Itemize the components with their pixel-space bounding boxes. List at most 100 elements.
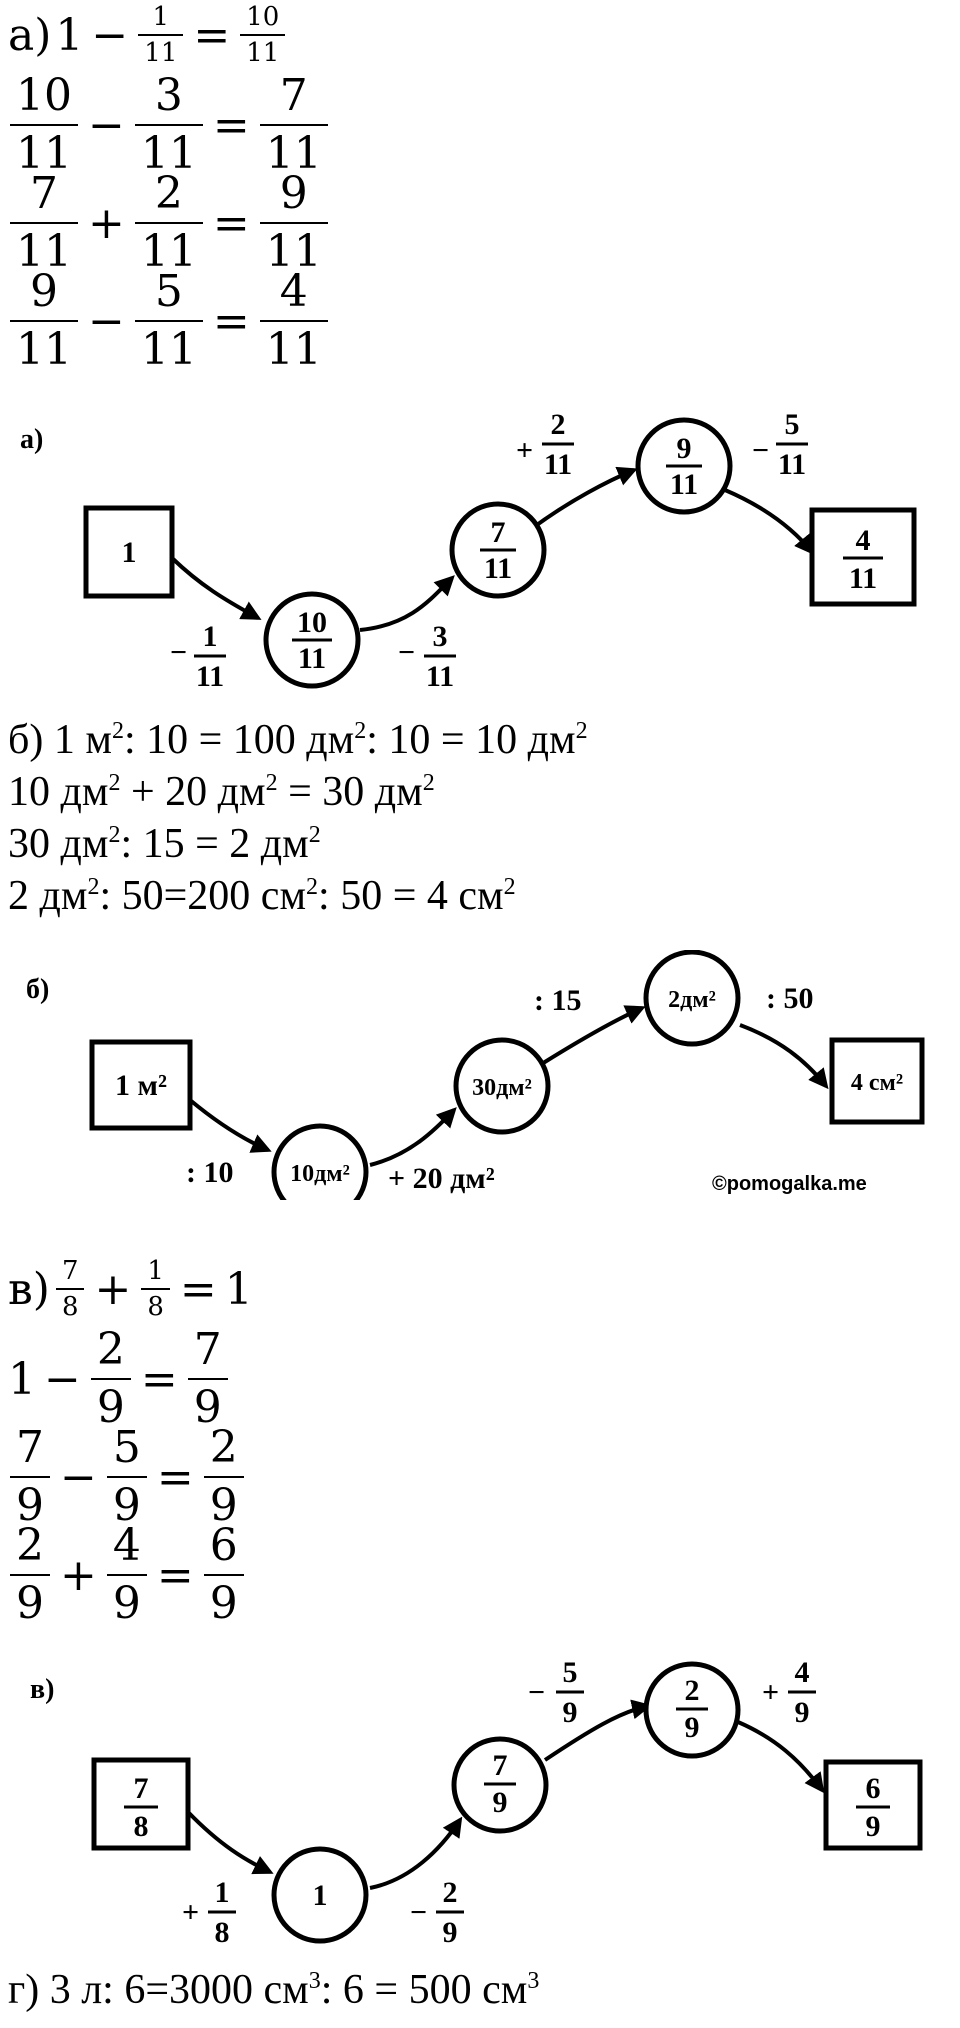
svg-text:−: − bbox=[170, 636, 187, 669]
part-label: в) bbox=[8, 1263, 50, 1315]
svg-text:11: 11 bbox=[484, 552, 512, 585]
svg-text:2: 2 bbox=[551, 408, 566, 441]
svg-text:2: 2 bbox=[685, 1674, 700, 1707]
arrow bbox=[737, 1720, 825, 1794]
svg-text:11: 11 bbox=[298, 642, 326, 675]
line-b-2: 10 дм2 + 20 дм2 = 30 дм2 bbox=[8, 769, 435, 815]
equals: = bbox=[212, 197, 250, 249]
line-b-3: 30 дм2: 15 = 2 дм2 bbox=[8, 821, 321, 867]
diagram-a: а) 1 10 11 7 11 9 11 4 11 − 1 bbox=[20, 408, 917, 693]
op-label-4: + 4 9 bbox=[762, 1656, 816, 1729]
node-3 bbox=[643, 950, 741, 1047]
svg-text:1: 1 bbox=[203, 620, 218, 653]
op-label-3: + 2 11 bbox=[516, 408, 574, 481]
part-label: а) bbox=[8, 9, 52, 61]
svg-text:+: + bbox=[516, 434, 533, 467]
op-label-1: : 10 bbox=[186, 1156, 234, 1189]
op-label-3: − 5 9 bbox=[528, 1656, 584, 1729]
operator: − bbox=[88, 295, 125, 347]
operator: + bbox=[88, 197, 125, 249]
equals: = bbox=[212, 99, 250, 151]
svg-text:10: 10 bbox=[297, 606, 327, 639]
svg-text:7: 7 bbox=[493, 1749, 508, 1782]
arrow bbox=[739, 1023, 829, 1090]
svg-text:8: 8 bbox=[134, 1810, 149, 1843]
op-label-2: − 2 9 bbox=[410, 1876, 464, 1949]
arrow bbox=[188, 1098, 272, 1153]
op-label-1: − 1 11 bbox=[170, 620, 226, 693]
diagram-b: б) 1 м² 10дм² 30дм² 2дм² 4 см² : 10 + 20… bbox=[26, 950, 925, 1200]
svg-text:9: 9 bbox=[493, 1786, 508, 1819]
diagram-label: б) bbox=[26, 974, 49, 1005]
op-label-2: + 20 дм² bbox=[388, 1162, 495, 1195]
svg-text:9: 9 bbox=[677, 432, 692, 465]
arrow bbox=[369, 1816, 463, 1890]
svg-text:4 см²: 4 см² bbox=[851, 1070, 903, 1096]
arrow bbox=[538, 1005, 646, 1067]
node-2 bbox=[453, 1037, 551, 1135]
operator: − bbox=[91, 9, 129, 61]
svg-text:9: 9 bbox=[685, 1711, 700, 1744]
svg-text:1 м²: 1 м² bbox=[115, 1069, 167, 1102]
svg-text:9: 9 bbox=[795, 1696, 810, 1729]
arrow bbox=[528, 466, 638, 532]
svg-text:11: 11 bbox=[426, 660, 454, 693]
svg-text:9: 9 bbox=[443, 1916, 458, 1949]
equals: = bbox=[193, 9, 231, 61]
svg-text:−: − bbox=[752, 434, 769, 467]
svg-text:−: − bbox=[410, 1896, 427, 1929]
svg-text:30дм²: 30дм² bbox=[472, 1075, 532, 1101]
op-label-3: : 15 bbox=[534, 984, 582, 1017]
svg-text:+: + bbox=[182, 1896, 199, 1929]
svg-text:11: 11 bbox=[670, 468, 698, 501]
svg-text:7: 7 bbox=[491, 516, 506, 549]
operand: 1 bbox=[55, 9, 84, 61]
diagram-label: а) bbox=[20, 424, 43, 455]
svg-text:6: 6 bbox=[866, 1772, 881, 1805]
arrow bbox=[359, 575, 455, 632]
start-value: 1 bbox=[122, 536, 137, 569]
svg-text:5: 5 bbox=[785, 408, 800, 441]
end-box bbox=[823, 1759, 923, 1851]
watermark: ©pomogalka.me bbox=[712, 1173, 867, 1195]
svg-text:8: 8 bbox=[215, 1916, 230, 1949]
op-label-2: − 3 11 bbox=[398, 620, 456, 693]
operator: − bbox=[88, 99, 125, 151]
end-box bbox=[829, 1037, 925, 1125]
svg-text:−: − bbox=[528, 1676, 545, 1709]
svg-text:−: − bbox=[398, 636, 415, 669]
line-b-1: б) 1 м2: 10 = 100 дм2: 10 = 10 дм2 bbox=[8, 717, 588, 763]
svg-text:5: 5 bbox=[563, 1656, 578, 1689]
arrow bbox=[369, 1107, 457, 1167]
op-label-4: − 5 11 bbox=[752, 408, 808, 481]
start-box bbox=[91, 1757, 191, 1851]
diagram-v: в) 7 8 1 7 9 2 9 6 9 + 1 8 − 2 bbox=[30, 1656, 923, 1949]
equals: = bbox=[212, 295, 250, 347]
svg-text:11: 11 bbox=[544, 448, 572, 481]
arrow bbox=[724, 488, 815, 556]
op-label-1: + 1 8 bbox=[182, 1876, 236, 1949]
node-1 bbox=[271, 1123, 369, 1200]
arrow bbox=[186, 1810, 274, 1875]
